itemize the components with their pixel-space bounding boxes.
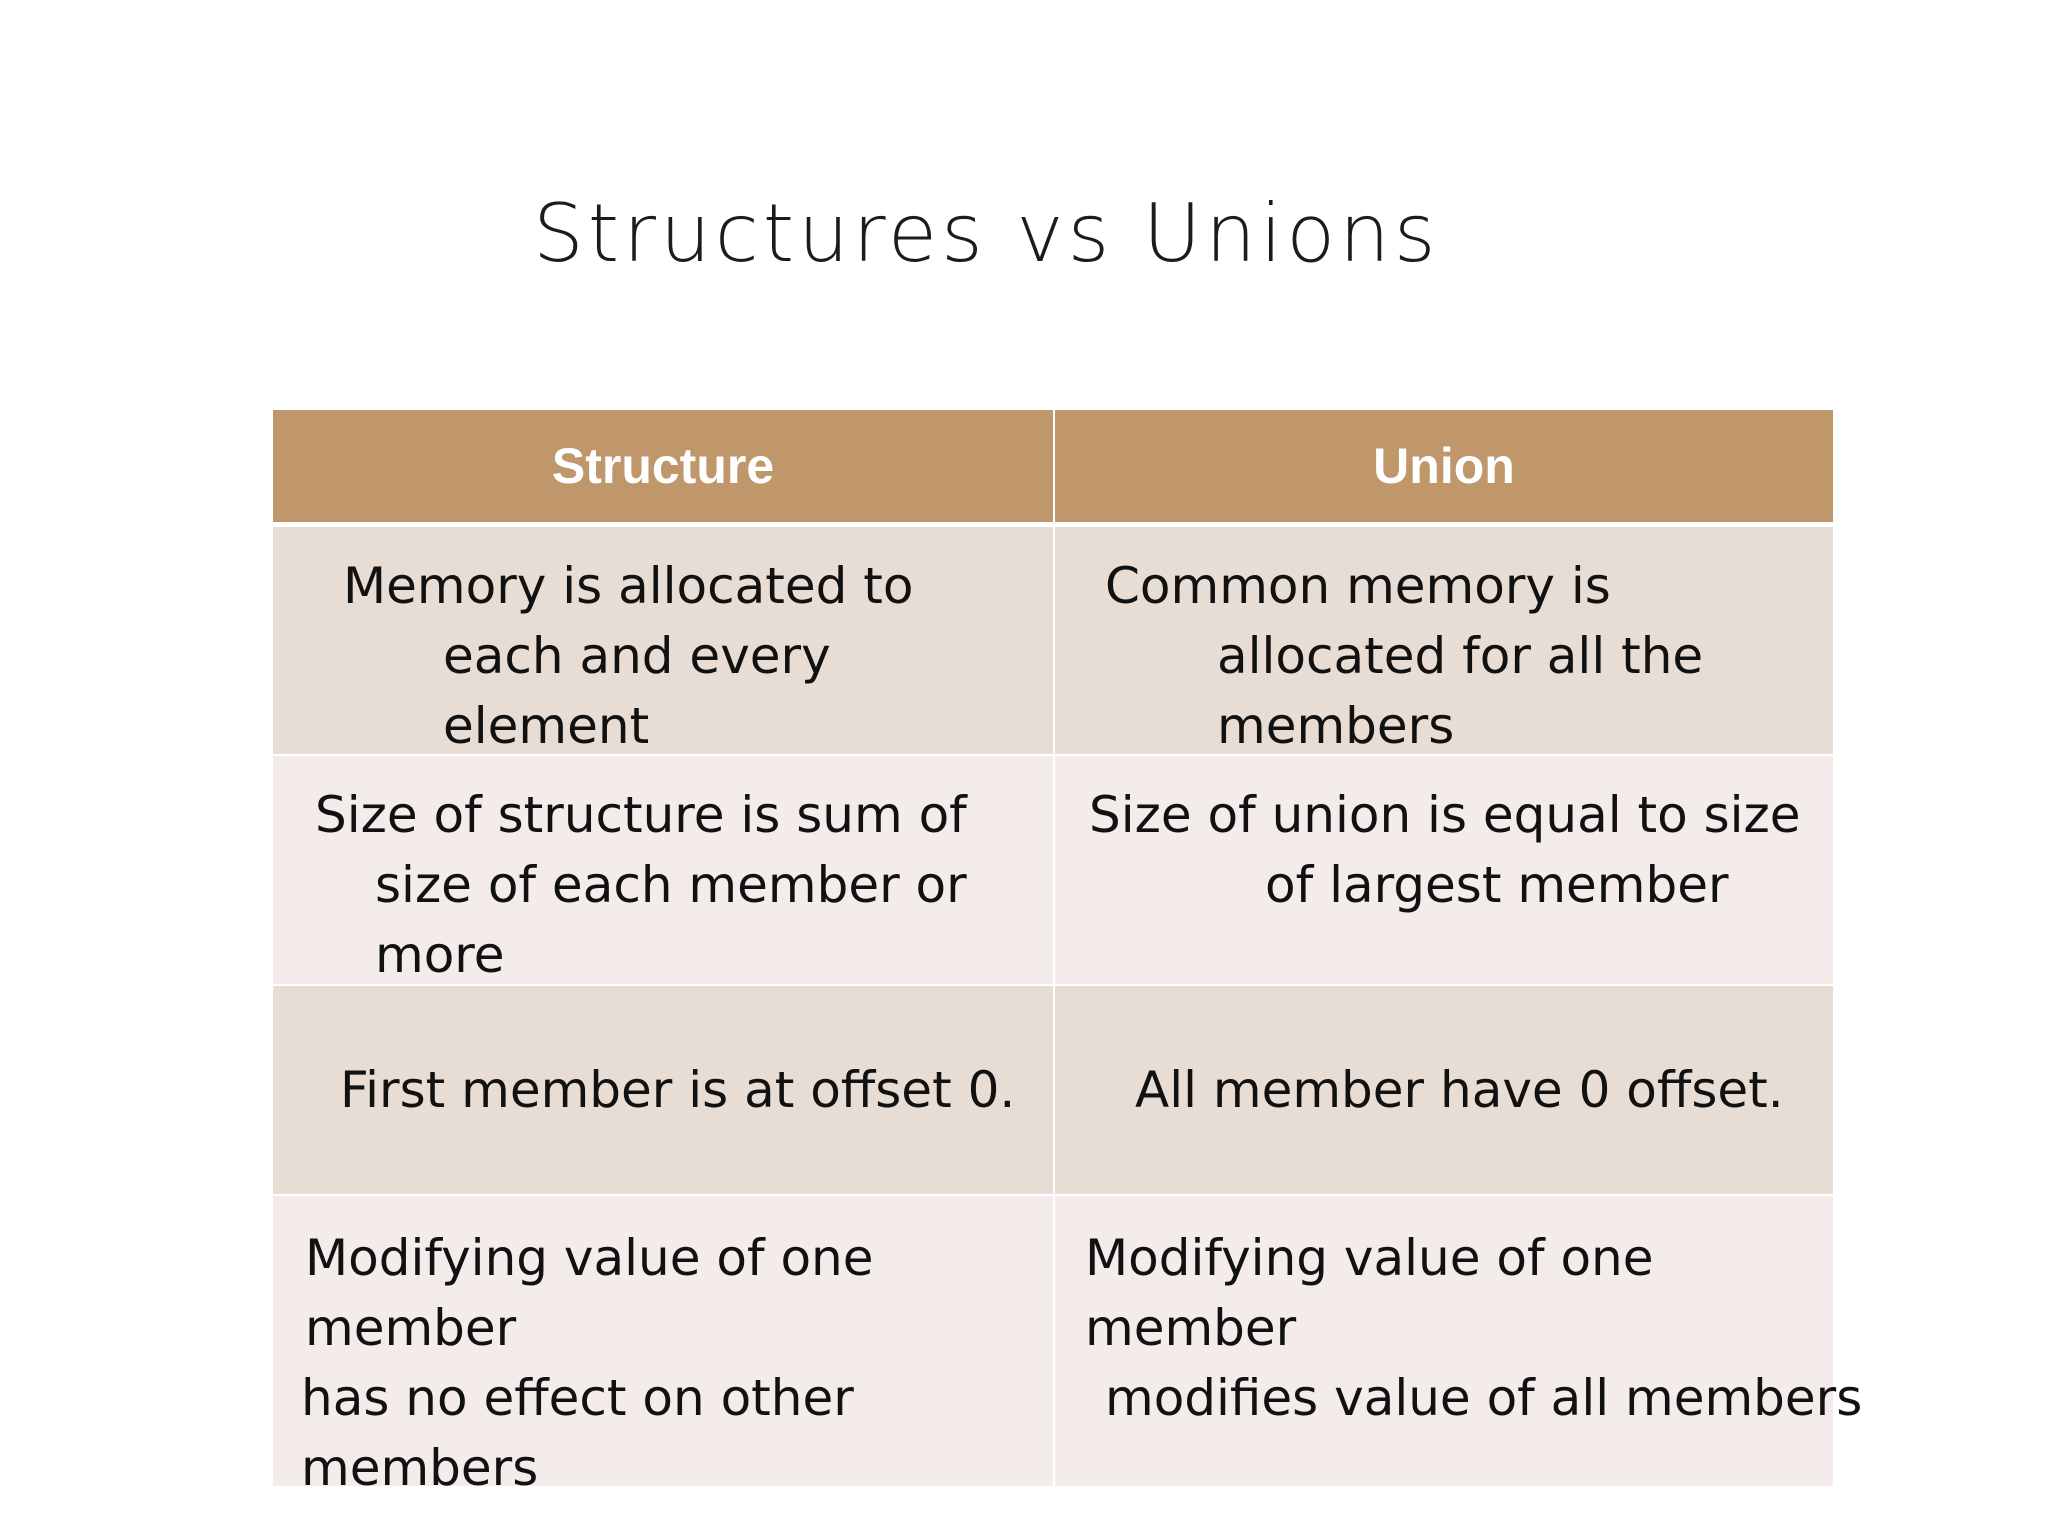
union-cell-text: Modifying value of one member modifies v… [1085, 1223, 1862, 1433]
union-cell-text: All member have 0 offset. [1135, 1055, 1784, 1125]
text-line: Size of structure is sum of [315, 786, 967, 844]
union-cell: Common memory is allocated for all the m… [1053, 527, 1833, 754]
text-line: modifies value of all members [1105, 1369, 1863, 1427]
header-union: Union [1053, 410, 1833, 522]
structure-cell-text: Modifying value of one member has no eff… [301, 1223, 874, 1503]
union-cell: Modifying value of one member modifies v… [1053, 1196, 1862, 1486]
union-cell: All member have 0 offset. [1053, 986, 1833, 1194]
text-line: First member is at offset 0. [340, 1061, 1016, 1119]
text-line: members [301, 1439, 539, 1497]
text-line: Modifying value of one [1085, 1229, 1654, 1287]
union-cell-text: Size of union is equal to size of larges… [1089, 780, 1801, 920]
text-line: allocated for all the [1217, 627, 1704, 685]
structure-cell: First member is at offset 0. [273, 986, 1053, 1194]
text-line: Size of union is equal to size [1089, 786, 1801, 844]
row-divider [273, 984, 1833, 986]
row-divider [273, 754, 1833, 756]
text-line: Modifying value of one [305, 1229, 874, 1287]
structure-cell: Modifying value of one member has no eff… [273, 1196, 1053, 1497]
union-cell: Size of union is equal to size of larges… [1053, 756, 1833, 984]
text-line: has no effect on other [301, 1369, 854, 1427]
structure-cell-text: First member is at offset 0. [340, 1055, 1015, 1125]
text-line: members [1217, 697, 1455, 754]
structure-cell-text: Memory is allocated to each and every el… [343, 551, 913, 754]
table-row: Size of structure is sum of size of each… [273, 756, 1833, 984]
text-line: size of each member or [375, 856, 967, 914]
table-row: First member is at offset 0. All member … [273, 986, 1833, 1194]
text-line: more [375, 926, 505, 984]
text-line: element [443, 697, 650, 754]
text-line: each and every [443, 627, 831, 685]
table-header-row: Structure Union [273, 410, 1833, 527]
text-line: Common memory is [1105, 557, 1611, 615]
text-line: member [305, 1299, 517, 1357]
slide-title: Structures vs Unions [533, 187, 1440, 280]
table-row: Memory is allocated to each and every el… [273, 527, 1833, 754]
text-line: Memory is allocated to [343, 557, 914, 615]
structure-cell-text: Size of structure is sum of size of each… [315, 780, 967, 984]
structure-cell: Size of structure is sum of size of each… [273, 756, 1053, 984]
table-row: Modifying value of one member has no eff… [273, 1196, 1862, 1497]
row-divider [273, 1194, 1833, 1196]
header-structure: Structure [551, 438, 775, 494]
union-cell-text: Common memory is allocated for all the m… [1105, 551, 1703, 754]
structure-cell: Memory is allocated to each and every el… [273, 527, 1053, 754]
text-line: of largest member [1265, 856, 1729, 914]
text-line: member [1085, 1299, 1297, 1357]
text-line: All member have 0 offset. [1135, 1061, 1784, 1119]
